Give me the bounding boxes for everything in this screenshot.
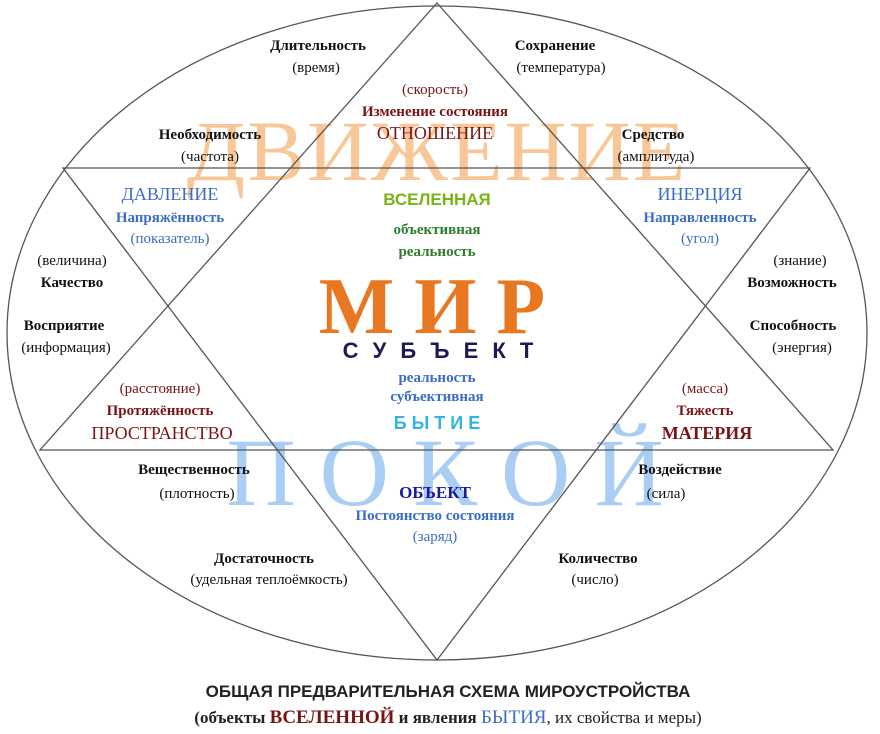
necessity-label: Необходимость bbox=[159, 127, 262, 143]
charge-label: (заряд) bbox=[413, 529, 458, 545]
world-label: М И Р bbox=[319, 263, 546, 351]
mass-label: (масса) bbox=[682, 381, 728, 397]
caption-part: (объекты bbox=[194, 708, 269, 727]
gravity-label: Тяжесть bbox=[676, 403, 733, 419]
information-label: (информация) bbox=[21, 340, 111, 356]
universe-label: ВСЕЛЕННАЯ bbox=[383, 190, 491, 209]
constancy-label: Постоянство состояния bbox=[356, 508, 515, 524]
object-label: ОБЪЕКТ bbox=[399, 483, 471, 502]
indicator-label: (показатель) bbox=[131, 231, 210, 247]
density-label: (плотность) bbox=[159, 486, 234, 502]
caption-universe: ВСЕЛЕННОЙ bbox=[270, 706, 395, 728]
angle-label: (угол) bbox=[681, 231, 719, 247]
duration-label: Длительность bbox=[270, 38, 366, 54]
specific-heat-label: (удельная теплоёмкость) bbox=[190, 572, 347, 588]
motion-watermark: ДВИЖЕНИЕ bbox=[187, 103, 687, 199]
extent-label: Протяжённость bbox=[107, 403, 214, 419]
preservation-label: Сохранение bbox=[515, 38, 596, 54]
reality-subjective-2: субъективная bbox=[390, 389, 483, 405]
sufficiency-label: Достаточность bbox=[214, 551, 314, 567]
possibility-label: Возможность bbox=[747, 275, 837, 291]
distance-label: (расстояние) bbox=[120, 381, 201, 397]
pressure-label: ДАВЛЕНИЕ bbox=[122, 184, 219, 204]
magnitude-label: (величина) bbox=[37, 253, 106, 269]
subject-label: С У Б Ъ Е К Т bbox=[343, 338, 538, 363]
caption-part: , их свойства и меры) bbox=[546, 708, 701, 727]
caption-title: ОБЩАЯ ПРЕДВАРИТЕЛЬНАЯ СХЕМА МИРОУСТРОЙСТ… bbox=[206, 682, 691, 701]
change-label: Изменение состояния bbox=[362, 104, 508, 120]
substantiality-label: Вещественность bbox=[138, 462, 250, 478]
relation-label: ОТНОШЕНИЕ bbox=[377, 123, 493, 143]
knowledge-label: (знание) bbox=[773, 253, 826, 269]
force-label: (сила) bbox=[647, 486, 686, 502]
means-label: Средство bbox=[622, 127, 685, 143]
downward-triangle bbox=[61, 167, 812, 662]
reality-subjective-1: реальность bbox=[398, 370, 475, 386]
rest-watermark: П О К О Й bbox=[226, 419, 663, 526]
space-label: ПРОСТРАНСТВО bbox=[91, 423, 232, 443]
caption-being: БЫТИЯ bbox=[481, 707, 547, 728]
direction-label: Направленность bbox=[643, 210, 756, 226]
impact-label: Воздействие bbox=[638, 462, 722, 478]
caption-part: и явления bbox=[394, 708, 481, 727]
quantity-label: Количество bbox=[558, 551, 637, 567]
energy-label: (энергия) bbox=[772, 340, 832, 356]
ability-label: Способность bbox=[750, 318, 837, 334]
quality-label: Качество bbox=[41, 275, 103, 291]
time-label: (время) bbox=[292, 60, 340, 76]
being-label: Б Ы Т И Е bbox=[394, 413, 481, 433]
speed-label: (скорость) bbox=[402, 82, 468, 98]
temperature-label: (температура) bbox=[516, 60, 605, 76]
caption-subtitle: (объекты ВСЕЛЕННОЙ и явления БЫТИЯ, их с… bbox=[194, 706, 701, 728]
matter-label: МАТЕРИЯ bbox=[662, 423, 752, 443]
frequency-label: (частота) bbox=[181, 149, 239, 165]
amplitude-label: (амплитуда) bbox=[618, 149, 695, 165]
perception-label: Восприятие bbox=[24, 318, 105, 334]
upward-triangle bbox=[38, 2, 835, 451]
number-label: (число) bbox=[571, 572, 618, 588]
objective-label: объективная bbox=[393, 222, 480, 238]
reality-label: реальность bbox=[398, 244, 475, 260]
inertia-label: ИНЕРЦИЯ bbox=[657, 184, 742, 204]
tension-label: Напряжённость bbox=[116, 210, 224, 226]
